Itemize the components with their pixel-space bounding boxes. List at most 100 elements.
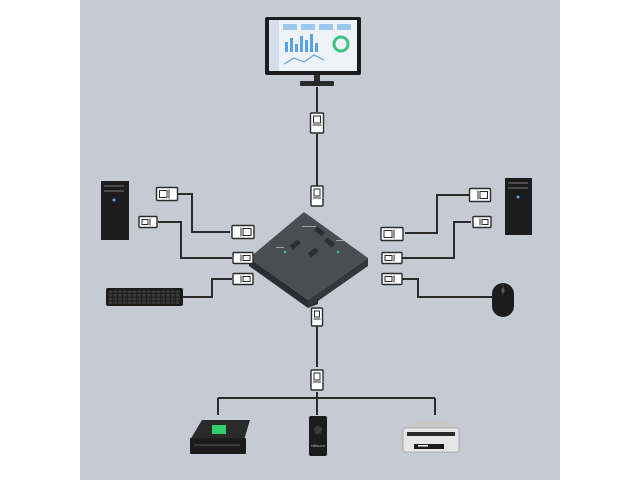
keyboard-key [118, 301, 122, 304]
kvm-switch [249, 212, 368, 308]
cable-pc-right-usb [402, 221, 471, 259]
printer-laser-top [406, 422, 456, 428]
keyboard-key [175, 294, 180, 297]
pc-right-bay [508, 182, 528, 184]
keyboard-key [113, 297, 118, 301]
mouse-wheel [501, 288, 505, 293]
keyboard-key [166, 297, 170, 301]
keyboard-key [146, 294, 151, 297]
keyboard-key [151, 290, 156, 294]
printer-inkjet-slot [194, 444, 240, 446]
cable-pc-right-hdmi [405, 194, 471, 234]
keyboard-key [151, 301, 156, 304]
screen-line [283, 54, 325, 65]
keyboard-key [127, 301, 132, 304]
keyboard-keys [108, 290, 180, 304]
keyboard-key [170, 290, 175, 294]
keyboard-key [142, 297, 146, 301]
usb-device-body [309, 416, 327, 456]
keyboard-key [142, 290, 146, 294]
switch-side [249, 258, 318, 308]
usb-plug-switch-right-1 [381, 251, 403, 265]
monitor-neck [314, 75, 320, 81]
keyboard-key [118, 290, 122, 294]
hdmi-plug-switch-top [310, 185, 324, 207]
keyboard-key [161, 297, 166, 301]
keyboard-key [108, 297, 113, 301]
keyboard-key [156, 297, 161, 301]
screen-bars [285, 34, 318, 52]
keyboard-key [166, 301, 170, 304]
keyboard-key [118, 297, 122, 301]
keyboard-key [151, 297, 156, 301]
hdmi-plug-pc-left [155, 186, 179, 202]
cable-pc-left-usb [158, 221, 232, 259]
keyboard-key [127, 294, 132, 297]
keyboard-key [170, 301, 175, 304]
switch-led [336, 250, 340, 254]
hdmi-plug-switch-left [231, 224, 255, 240]
printer-laser-panel [414, 444, 444, 449]
keyboard-key [156, 290, 161, 294]
printer-laser-tray [407, 432, 455, 436]
keyboard-key [108, 290, 113, 294]
printer-inkjet [190, 420, 250, 454]
hdmi-plug-monitor [309, 112, 325, 134]
pc-left-power-led [112, 198, 116, 202]
diagram-panel: hiBoom [80, 0, 560, 480]
screen-sidebar [269, 20, 279, 71]
keyboard-key [118, 294, 122, 297]
keyboard-key [137, 301, 142, 304]
keyboard-key [108, 301, 113, 304]
kvm-connection-diagram: hiBoom [80, 0, 560, 480]
usb-plug-hub [310, 369, 324, 391]
printer-laser-logo [418, 445, 428, 447]
printer-inkjet-display [212, 425, 226, 434]
hdmi-plug-pc-right [468, 187, 492, 203]
keyboard-key [132, 301, 137, 304]
keyboard-key [166, 294, 170, 297]
keyboard-key [146, 297, 151, 301]
hdmi-plug-switch-right [380, 226, 404, 242]
usb-plug-switch-right-2 [381, 272, 403, 286]
keyboard-key [151, 294, 156, 297]
keyboard-key [161, 301, 166, 304]
mouse [492, 283, 514, 317]
keyboard-key [156, 301, 161, 304]
usb-device-button [314, 426, 322, 434]
monitor [265, 17, 361, 86]
keyboard-key [108, 294, 113, 297]
keyboard-key [170, 297, 175, 301]
keyboard-key [137, 294, 142, 297]
keyboard-key [137, 290, 142, 294]
cables [158, 87, 492, 415]
cable-hub-to-devices [217, 392, 436, 415]
mouse-body [492, 283, 514, 317]
usb-plug-pc-right [472, 215, 492, 229]
switch-side-right [308, 258, 368, 308]
keyboard-key [113, 290, 118, 294]
usb-plug-switch-left-1 [232, 251, 254, 265]
cable-keyboard [182, 278, 232, 298]
keyboard-key [137, 297, 142, 301]
pc-right-power-led [516, 195, 520, 199]
keyboard-key [175, 297, 180, 301]
screen-card [319, 24, 333, 30]
keyboard-key [122, 297, 127, 301]
pc-left [101, 181, 129, 240]
keyboard-key [161, 294, 166, 297]
switch-labels [276, 226, 344, 248]
screen-card [301, 24, 315, 30]
keyboard-key [156, 294, 161, 297]
usb-plug-pc-left [138, 215, 158, 229]
screen-donut [332, 35, 350, 53]
keyboard-key [146, 290, 151, 294]
switch-led [283, 250, 287, 254]
switch-buttons [289, 226, 336, 258]
keyboard [106, 288, 183, 306]
pc-left-bay [104, 185, 124, 187]
usb-device: hiBoom [309, 416, 327, 456]
keyboard-key [122, 294, 127, 297]
keyboard-key [132, 294, 137, 297]
keyboard-key [175, 301, 180, 304]
